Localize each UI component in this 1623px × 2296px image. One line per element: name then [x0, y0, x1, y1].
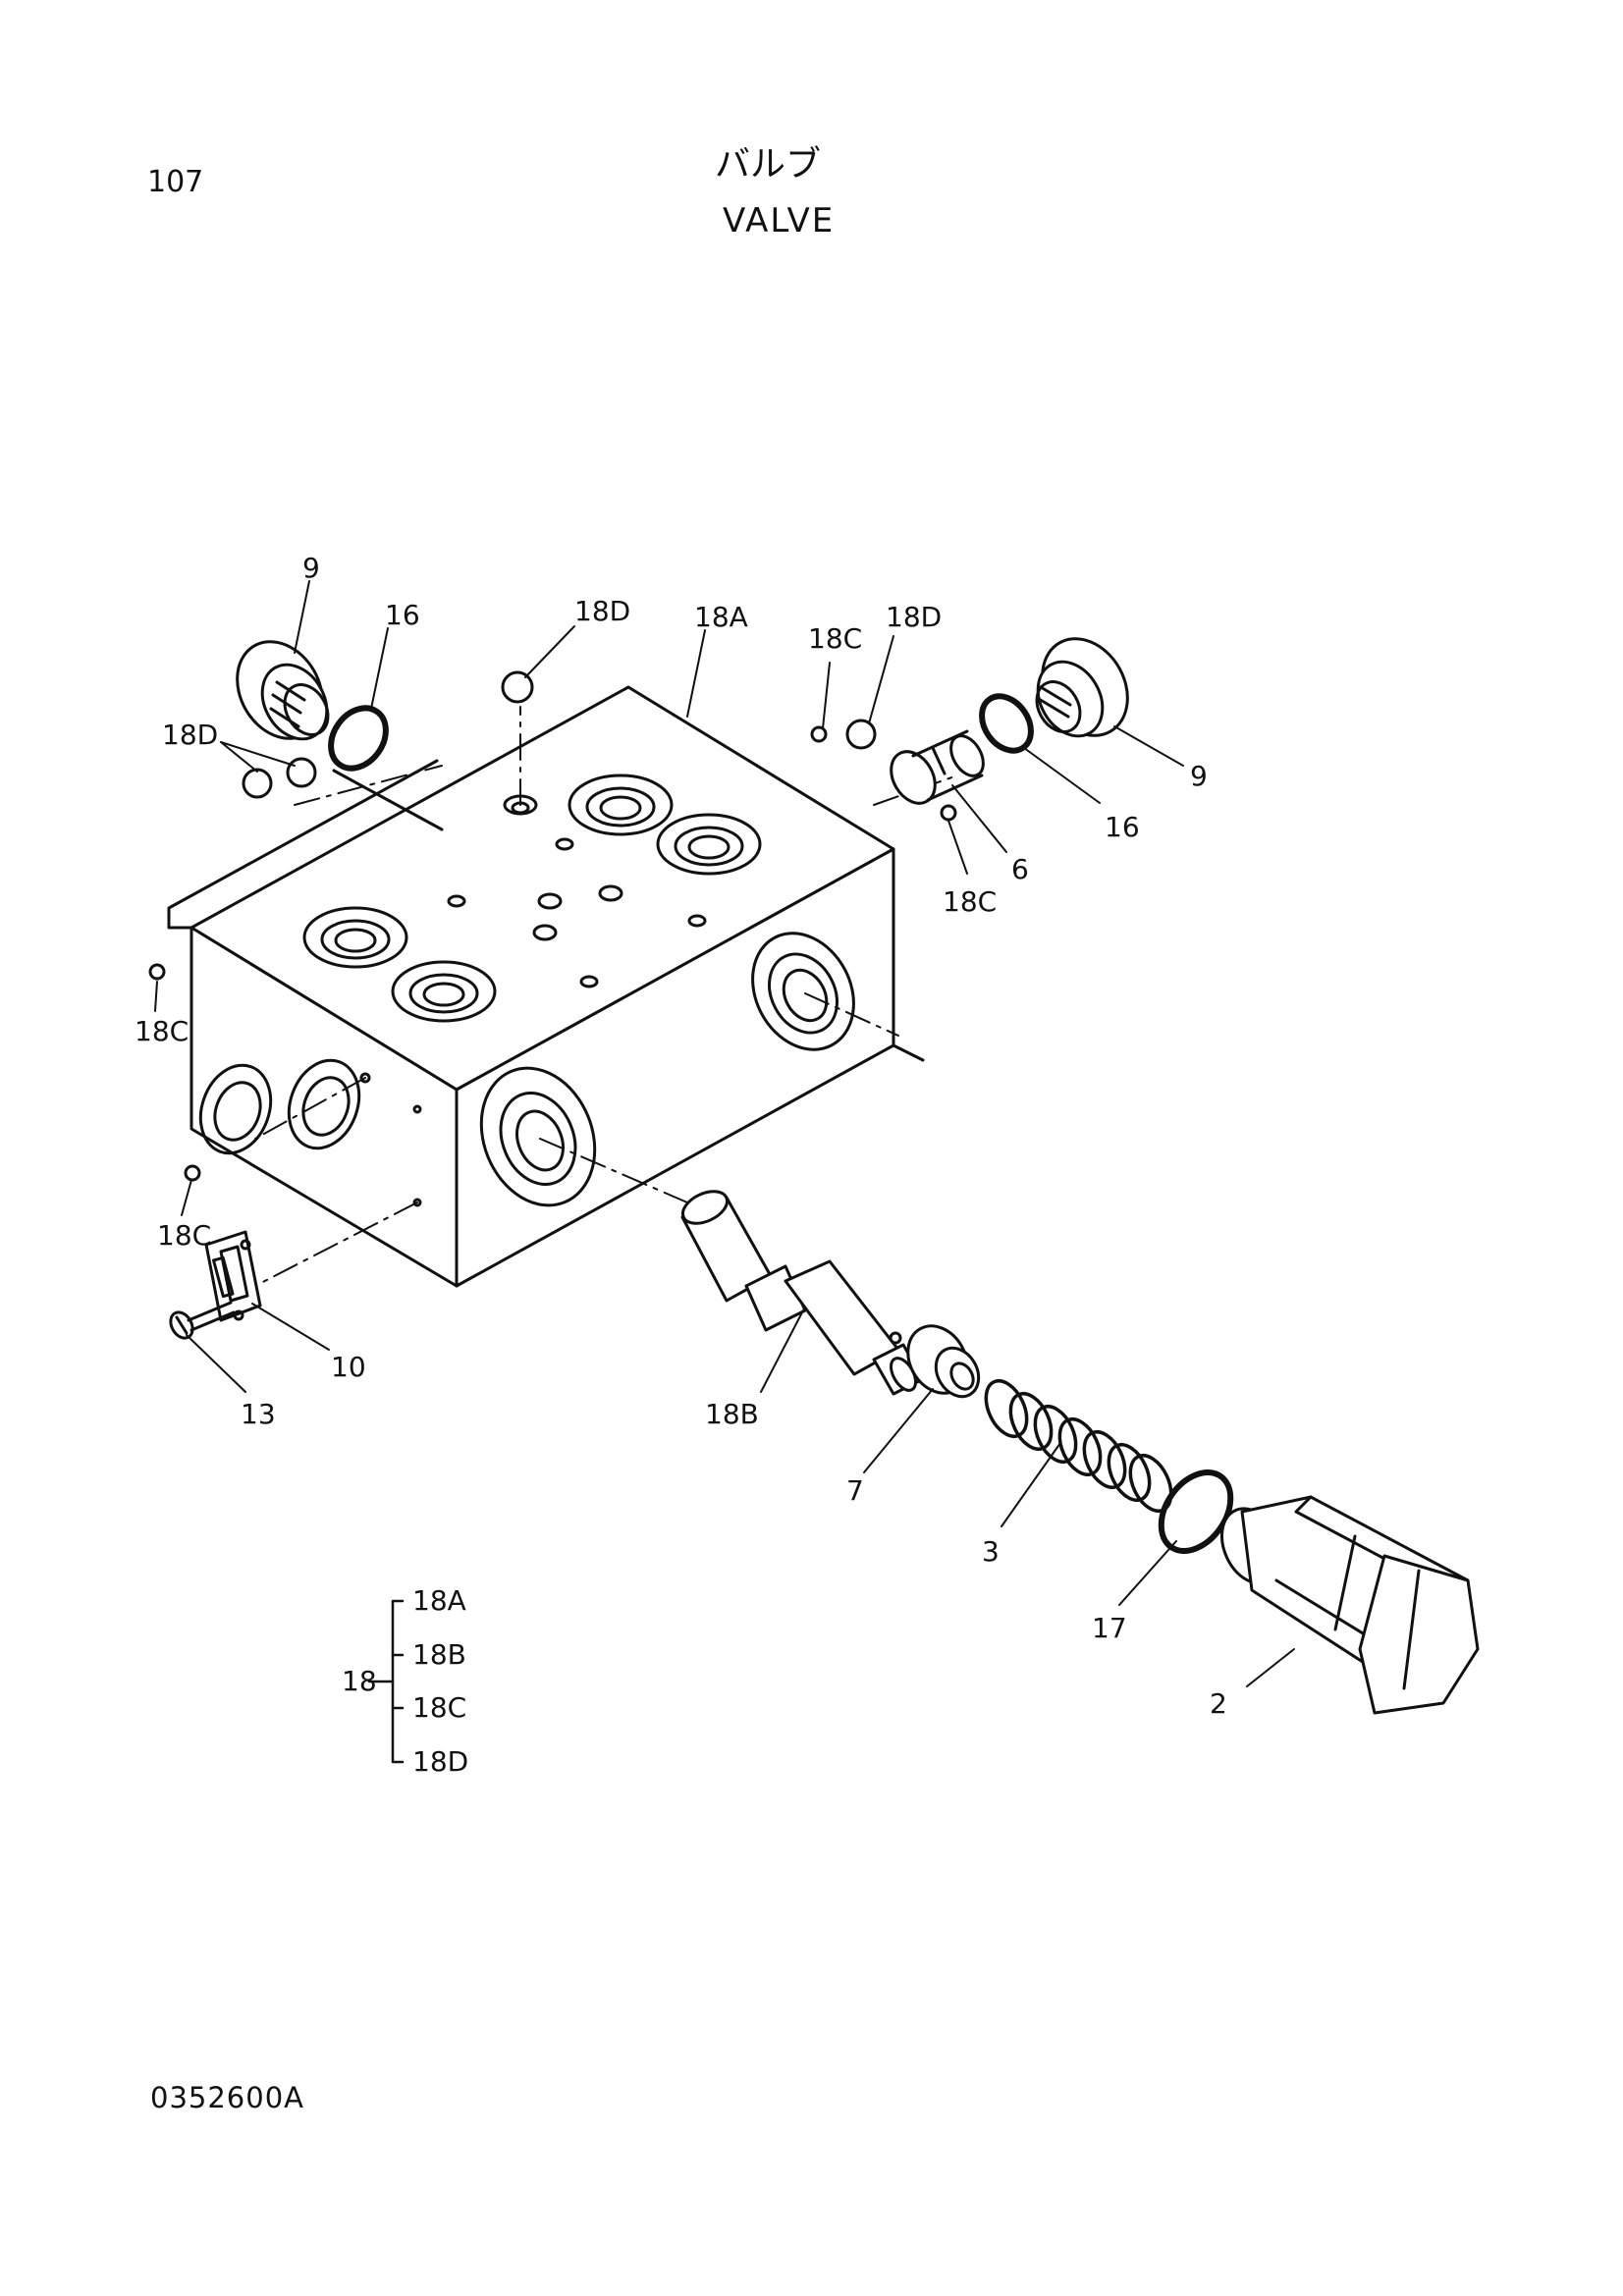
callout-18C-left: 18C [135, 1015, 189, 1047]
callout-18D-left: 18D [162, 719, 218, 751]
legend-child-18B: 18B [412, 1638, 466, 1671]
callout-9-left: 9 [302, 552, 320, 584]
part-18D-balls [242, 670, 877, 799]
drawing-code: 0352600A [150, 2081, 304, 2114]
callout-13: 13 [241, 1398, 276, 1430]
callout-16-right: 16 [1105, 811, 1140, 843]
legend-child-18A: 18A [412, 1584, 466, 1617]
callout-labels: 9 16 18D 18A 18C 18D 9 16 6 18C 18D 18C … [135, 552, 1227, 1720]
part-10-plate [204, 1230, 262, 1322]
top-face-ports [302, 774, 762, 1023]
part-18C-balls [148, 725, 957, 1182]
part-2-cap [1220, 1495, 1480, 1715]
callout-18D-right: 18D [886, 601, 942, 633]
callout-18C-top: 18C [808, 622, 862, 655]
right-face-port [751, 932, 855, 1051]
part-16-oring-left [328, 705, 389, 772]
callout-10: 10 [331, 1351, 366, 1383]
callout-18B: 18B [705, 1398, 759, 1430]
title-english: VALVE [723, 201, 836, 240]
legend-child-18D: 18D [412, 1745, 468, 1778]
callout-9-right: 9 [1190, 760, 1208, 792]
callout-17: 17 [1092, 1612, 1127, 1644]
center-lines [254, 706, 958, 1287]
front-face-port [479, 1066, 597, 1207]
part-9-plug-left [236, 640, 330, 741]
callout-2: 2 [1210, 1687, 1227, 1720]
legend-parent: 18 [342, 1665, 377, 1697]
parts-legend-bracket [367, 1599, 405, 1764]
callout-leaders [154, 580, 1295, 1687]
callout-7: 7 [846, 1474, 864, 1507]
part-13-screw [169, 1301, 236, 1340]
part-16-oring-right [979, 693, 1034, 754]
callout-16-left: 16 [385, 599, 420, 631]
callout-18C-lower: 18C [157, 1219, 211, 1252]
part-7-washer [906, 1324, 981, 1399]
page-number: 107 [147, 165, 204, 199]
valve-body-block [167, 685, 925, 1288]
part-6-poppet [890, 729, 985, 805]
part-18B-spool [680, 1190, 925, 1396]
callout-3: 3 [982, 1535, 1000, 1568]
title-japanese: バルブ [715, 144, 822, 185]
part-3-spring [984, 1379, 1173, 1513]
callout-18C-right: 18C [943, 885, 997, 918]
callout-18A: 18A [694, 601, 748, 633]
legend-child-18C: 18C [412, 1691, 466, 1724]
left-face-ports [198, 1058, 422, 1207]
callout-18D-top: 18D [574, 595, 630, 627]
parts-legend: 18 18A 18B 18C 18D [342, 1584, 468, 1778]
part-9-plug-right [1035, 637, 1129, 738]
callout-6: 6 [1011, 853, 1029, 885]
